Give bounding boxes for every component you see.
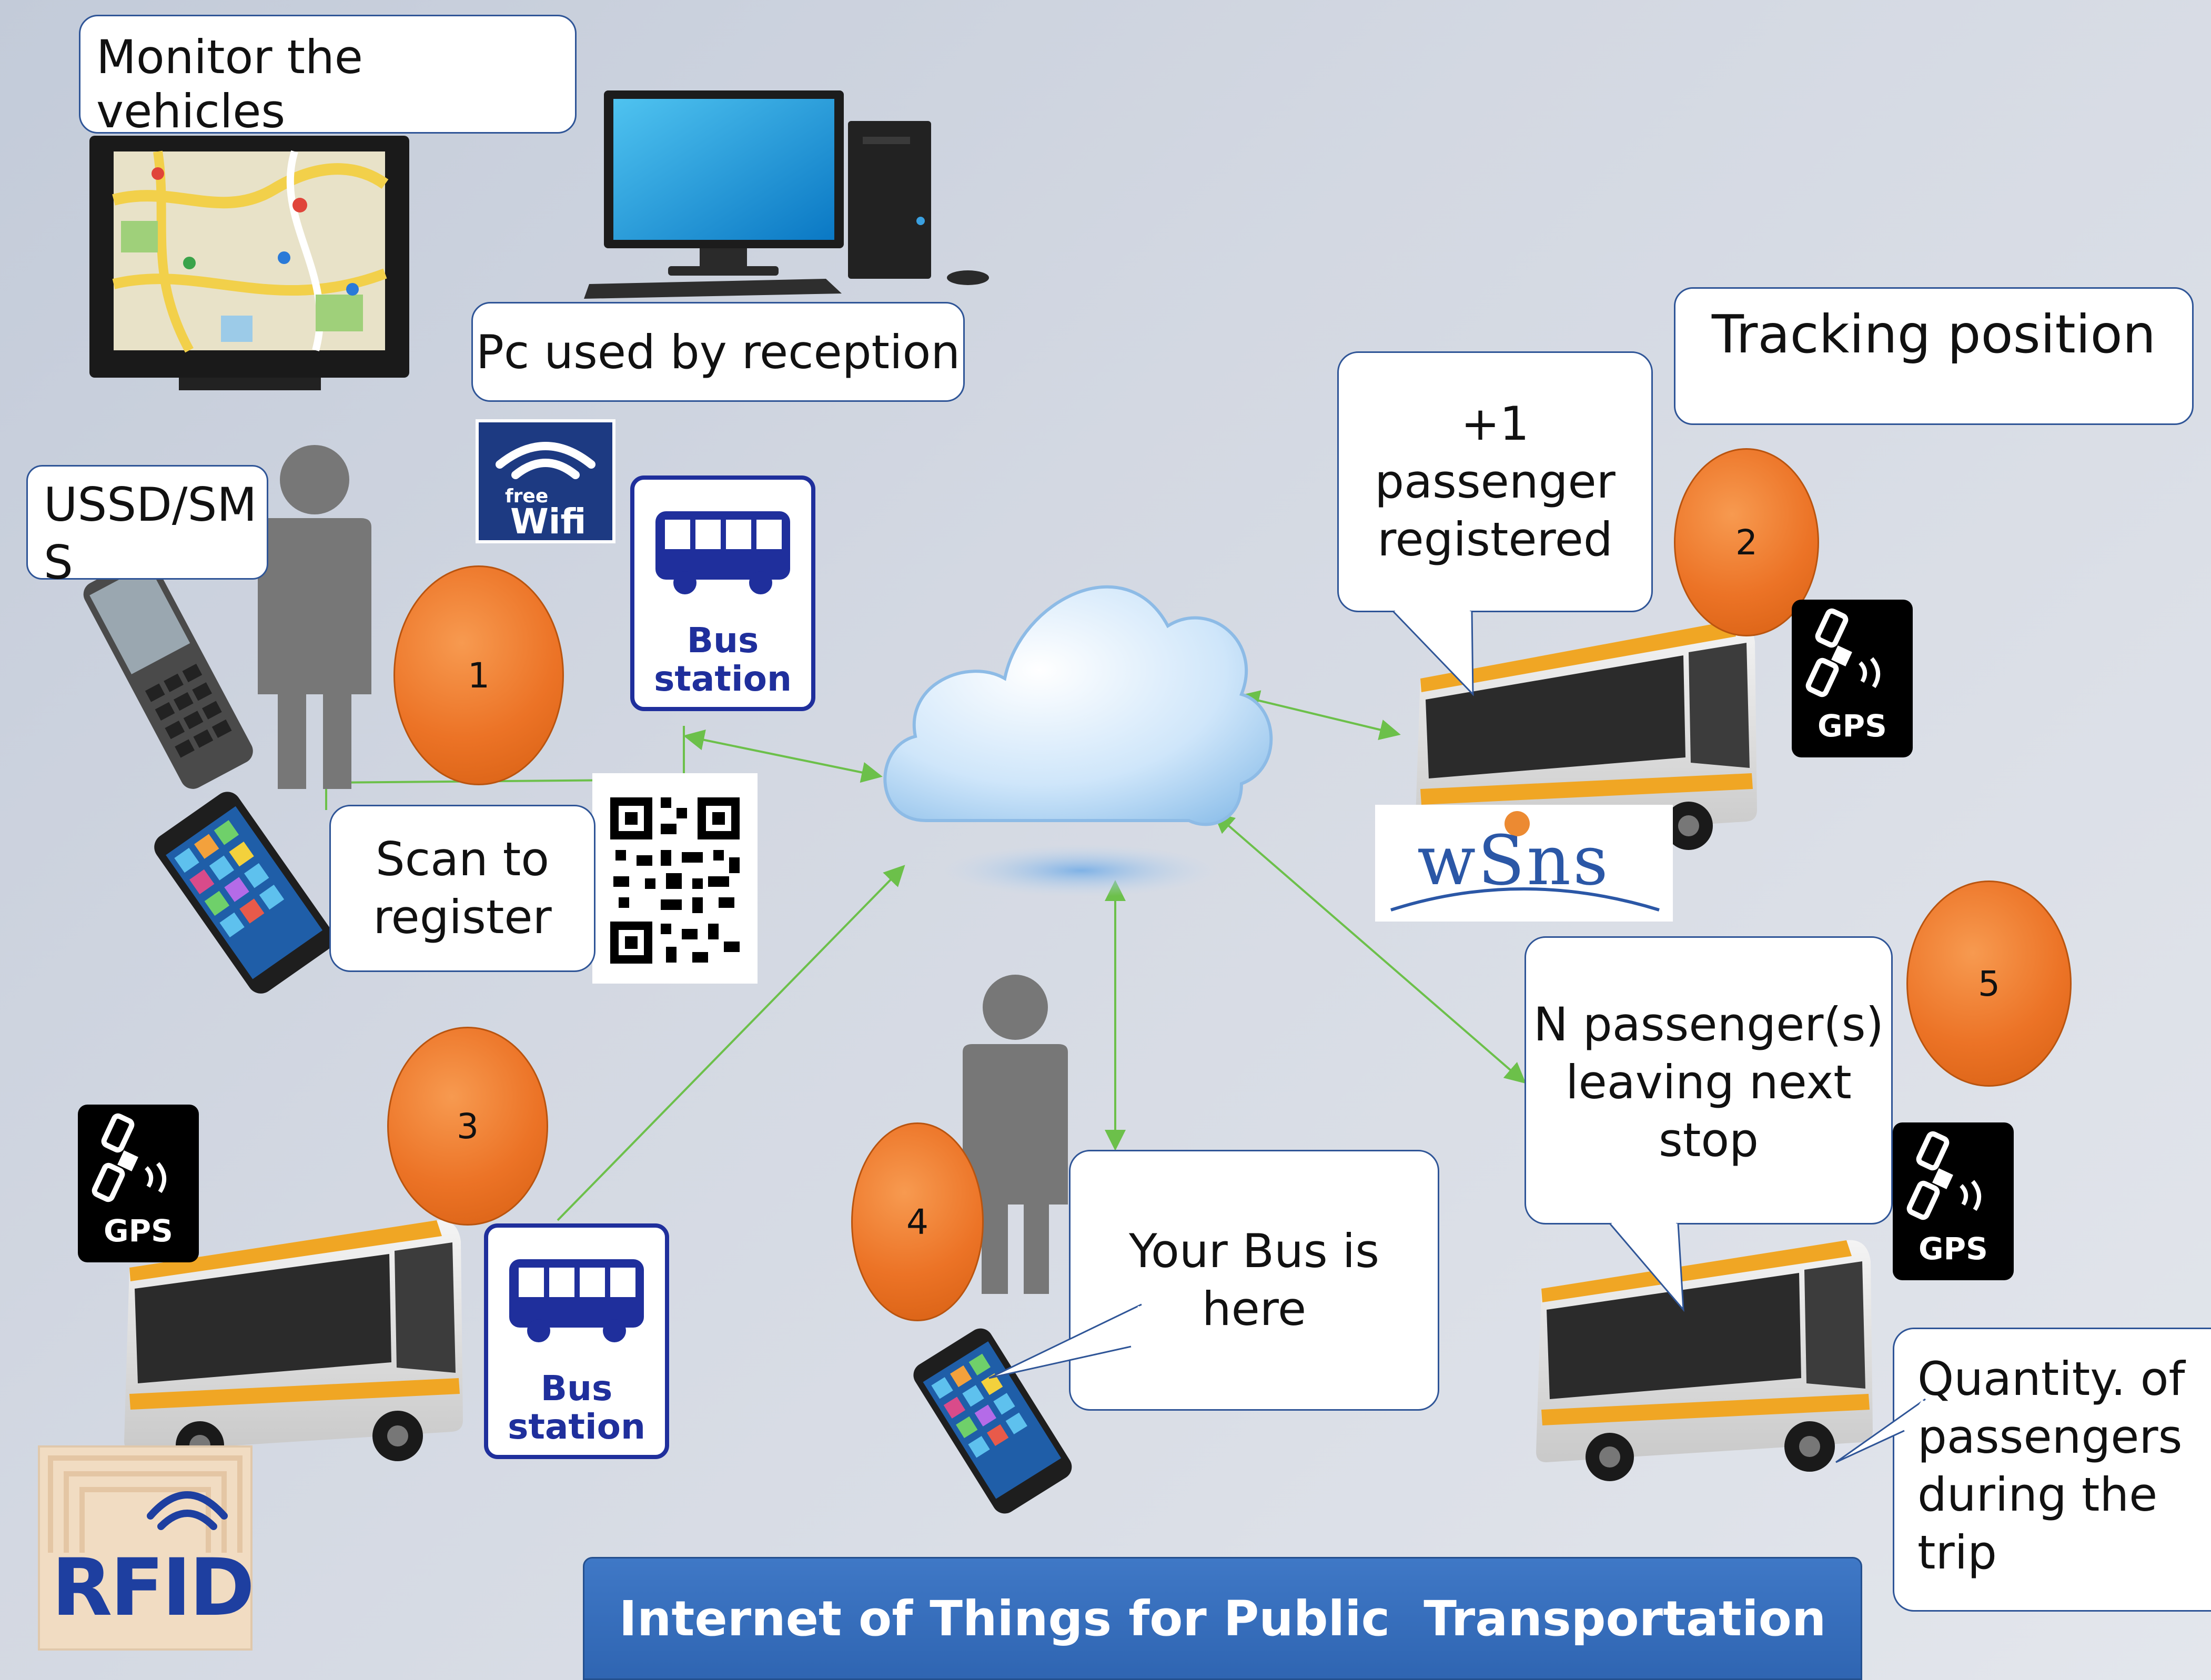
tracking-label: Tracking position — [1711, 303, 2156, 365]
step-4-number: 4 — [906, 1201, 928, 1242]
ussd-label-line2: S — [44, 535, 73, 590]
wifi-text: Wifi — [510, 501, 587, 542]
your-bus-callout: Your Bus is here — [1069, 1150, 1439, 1411]
passenger-registered-line3: registered — [1377, 512, 1613, 566]
connector-busstop-cloud — [683, 730, 883, 783]
connector-cloud-bus2 — [1238, 690, 1401, 740]
passenger-quantity-line2: passengers — [1917, 1410, 2183, 1464]
bus-station-sign: Bus station — [630, 475, 815, 711]
desktop-pc — [584, 90, 989, 299]
passenger-registered-line2: passenger — [1375, 454, 1616, 509]
smartphone-icon — [913, 1328, 1072, 1514]
gps-label: GPS — [1818, 708, 1887, 744]
rfid-badge: RFID — [38, 1445, 255, 1651]
gps-badge: GPS — [1893, 1122, 2014, 1280]
passenger-quantity-line3: during the trip — [1917, 1468, 2158, 1580]
passenger-registered-callout: +1 passenger registered — [1337, 351, 1653, 612]
scan-register-callout: Scan to register — [329, 805, 595, 972]
passenger-quantity-line1: Quantity. of — [1917, 1352, 2185, 1406]
monitor-label: Monitor the vehicles — [96, 30, 363, 138]
satellite-icon — [1906, 1131, 1981, 1220]
bus-station-line1: Bus — [686, 620, 759, 661]
feature-phone-icon — [83, 556, 253, 789]
pc-label: Pc used by reception — [476, 325, 961, 379]
bus-station-bus-icon — [655, 511, 790, 594]
free-wifi-badge: free Wifi — [476, 419, 615, 543]
smartphone-icon — [154, 792, 334, 994]
bus-station-line1: Bus — [540, 1368, 613, 1409]
wsns-text: wSns — [1417, 821, 1610, 900]
gps-label: GPS — [1919, 1231, 1988, 1267]
step-3-badge: 3 — [387, 1027, 548, 1226]
step-4-badge: 4 — [851, 1122, 984, 1321]
bus-station-line2: station — [654, 658, 792, 699]
rfid-text: RFID — [52, 1542, 255, 1634]
ussd-label-line1: USSD/SM — [44, 478, 257, 532]
bus-icon — [124, 1220, 463, 1470]
satellite-icon — [1805, 608, 1880, 697]
passengers-leaving-line2: leaving next — [1566, 1055, 1852, 1109]
wsns-swoosh — [1390, 811, 1660, 912]
wsns-logo: wSns — [1375, 805, 1673, 922]
diagram-title: Internet of Things for Public Transporta… — [619, 1590, 1826, 1647]
bus-station-line2: station — [508, 1406, 645, 1447]
qr-code — [592, 773, 758, 984]
gps-label: GPS — [104, 1213, 173, 1249]
wifi-icon — [496, 442, 595, 479]
rfid-antenna-icon — [48, 1455, 243, 1553]
connector-cloud-bus5 — [1213, 812, 1527, 1084]
monitor-label-box: Monitor the vehicles — [79, 15, 577, 138]
bus-icon — [1536, 1240, 1873, 1481]
step-5-badge: 5 — [1906, 881, 2072, 1087]
person-icon — [963, 975, 1068, 1294]
map-monitor — [89, 136, 409, 390]
tracking-label-box: Tracking position — [1674, 287, 2194, 425]
step-2-number: 2 — [1735, 522, 1758, 563]
passengers-leaving-line1: N passenger(s) — [1533, 997, 1884, 1051]
person-icon — [258, 445, 371, 789]
passengers-leaving-line3: stop — [1658, 1113, 1759, 1167]
pc-label-box: Pc used by reception — [471, 302, 965, 402]
passengers-leaving-callout: N passenger(s) leaving next stop — [1525, 936, 1893, 1224]
wifi-free-text: free — [505, 485, 549, 507]
passenger-registered-line1: +1 — [1461, 397, 1529, 451]
step-3-number: 3 — [457, 1106, 479, 1147]
passenger-quantity-callout: Quantity. of passengers during the trip — [1893, 1328, 2211, 1612]
bus-station-bus-icon — [509, 1259, 644, 1342]
satellite-icon — [92, 1113, 166, 1202]
step-1-number: 1 — [468, 655, 490, 696]
scan-register-line1: Scan to — [375, 832, 550, 886]
step-5-number: 5 — [1978, 963, 2000, 1004]
ussd-label-box: USSD/SM S — [26, 465, 268, 590]
step-1-badge: 1 — [393, 565, 564, 785]
diagram-title-bar: Internet of Things for Public Transporta… — [583, 1557, 1862, 1680]
gps-badge: GPS — [1792, 600, 1913, 757]
your-bus-label: Your Bus is here — [1128, 1224, 1380, 1336]
bus-station-sign: Bus station — [484, 1223, 669, 1459]
scan-register-line2: register — [373, 890, 552, 944]
cloud-icon — [883, 585, 1273, 897]
gps-badge: GPS — [78, 1105, 199, 1262]
connector-bus3-cloud — [557, 865, 905, 1221]
